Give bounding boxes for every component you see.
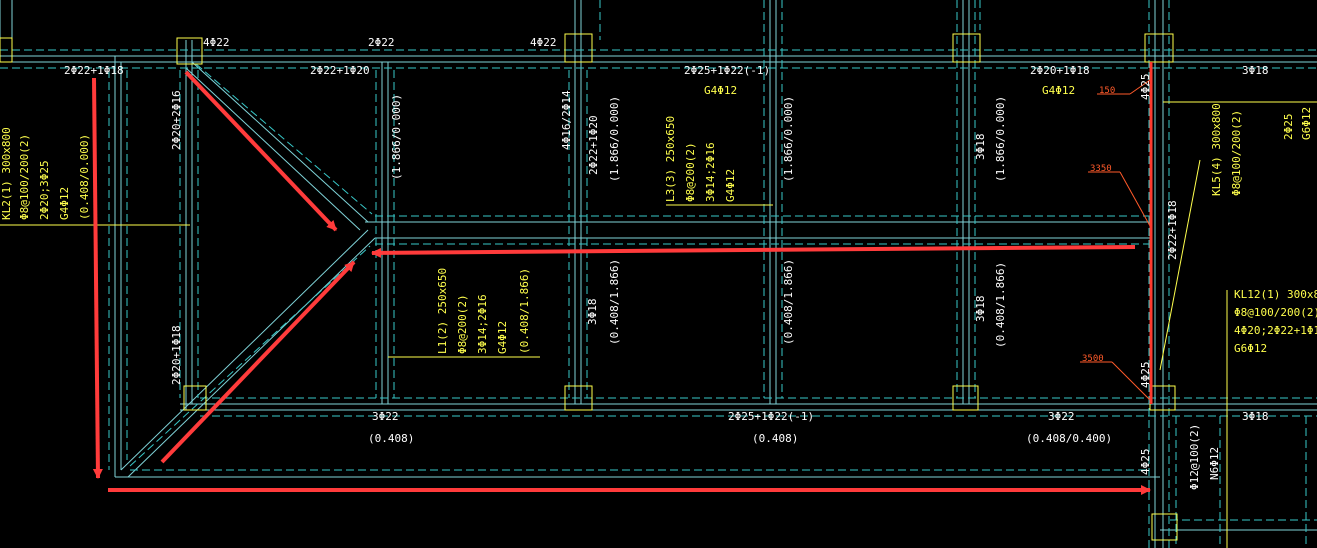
column bbox=[183, 385, 207, 411]
top-label: G4Φ12 bbox=[1042, 84, 1075, 97]
bottom-label: (0.408/0.400) bbox=[1026, 432, 1112, 445]
vertical-label: (1.866/0.000) bbox=[608, 96, 621, 182]
kl2-line: KL2(1) 300x800 bbox=[0, 127, 13, 220]
vertical-label: 4Φ16/2Φ14 bbox=[560, 90, 573, 150]
vertical-label: (1.866/0.000) bbox=[994, 96, 1007, 182]
arrow bbox=[92, 77, 103, 479]
kl2-line: Φ8@100/200(2) bbox=[18, 134, 31, 220]
kl12-line: 4Φ20;2Φ22+1Φ1 bbox=[1234, 324, 1317, 337]
dim-label: 3500 bbox=[1082, 354, 1104, 364]
top-label: 4Φ22 bbox=[203, 36, 230, 49]
kl12-line: KL12(1) 300x80 bbox=[1234, 288, 1317, 301]
l1-line: L1(2) 250x650 bbox=[436, 268, 449, 354]
l1-line: G4Φ12 bbox=[496, 321, 509, 354]
dim-label: 150 bbox=[1099, 86, 1115, 96]
kl2-annotation: KL2(1) 300x800 Φ8@100/200(2) 2Φ20;3Φ25 G… bbox=[0, 127, 91, 220]
dim-label: 3350 bbox=[1090, 164, 1112, 174]
column bbox=[1144, 33, 1174, 63]
leader-lines bbox=[0, 101, 1317, 548]
vertical-label: 2Φ22+1Φ18 bbox=[1166, 200, 1179, 260]
top-label: 3Φ18 bbox=[1242, 64, 1269, 77]
l3-line: Φ8@200(2) bbox=[684, 142, 697, 202]
kl2-line: 2Φ20;3Φ25 bbox=[38, 160, 51, 220]
vertical-label: 2Φ20+1Φ18 bbox=[170, 325, 183, 385]
kl12-line: G6Φ12 bbox=[1234, 342, 1267, 355]
top-label: G4Φ12 bbox=[704, 84, 737, 97]
kl2-line: (0.408/0.000) bbox=[78, 134, 91, 220]
vertical-label: 3Φ18 bbox=[974, 296, 987, 323]
vertical-label: 4Φ25 bbox=[1139, 449, 1152, 476]
kl2-line: G4Φ12 bbox=[58, 187, 71, 220]
vertical-label: Φ12@100(2) bbox=[1188, 424, 1201, 490]
l3-line: L3(3) 250x650 bbox=[664, 116, 677, 202]
vertical-label: (0.408/1.866) bbox=[994, 262, 1007, 348]
arrow bbox=[371, 245, 1136, 258]
top-label: 2Φ22 bbox=[368, 36, 395, 49]
l1-line: Φ8@200(2) bbox=[456, 294, 469, 354]
column bbox=[952, 385, 979, 411]
bottom-label: 3Φ22 bbox=[1048, 410, 1075, 423]
column bbox=[0, 37, 13, 63]
vertical-label: N6Φ12 bbox=[1208, 447, 1221, 480]
bottom-label: (0.408) bbox=[368, 432, 414, 445]
arrow bbox=[160, 260, 356, 464]
vertical-label: 2Φ22+1Φ20 bbox=[587, 115, 600, 175]
top-label: 4Φ22 bbox=[530, 36, 557, 49]
l3-annotation: L3(3) 250x650 Φ8@200(2) 3Φ14;2Φ16 G4Φ12 bbox=[664, 116, 737, 202]
vertical-label: 3Φ18 bbox=[974, 134, 987, 161]
vertical-label: 4Φ25 bbox=[1139, 362, 1152, 389]
dimension-leaders bbox=[1080, 79, 1151, 401]
kl5-line: G6Φ12 bbox=[1300, 107, 1313, 140]
column bbox=[1151, 513, 1178, 541]
top-label: 2Φ20+1Φ18 bbox=[1030, 64, 1090, 77]
kl5-line: Φ8@100/200(2) bbox=[1230, 110, 1243, 196]
bottom-label: 3Φ22 bbox=[372, 410, 399, 423]
bottom-label: 2Φ25+1Φ22(-1) bbox=[728, 410, 814, 423]
vertical-label: 2Φ20+2Φ16 bbox=[170, 90, 183, 150]
bottom-label: (0.408) bbox=[752, 432, 798, 445]
arrow bbox=[184, 70, 338, 232]
kl5-line: KL5(4) 300x800 bbox=[1210, 103, 1223, 196]
column bbox=[564, 385, 593, 411]
annotation-arrows bbox=[92, 70, 1151, 495]
vertical-label: 3Φ18 bbox=[586, 299, 599, 326]
top-label: 2Φ25+1Φ22(-1) bbox=[684, 64, 770, 77]
kl5-line: 2Φ25 bbox=[1282, 114, 1295, 141]
vertical-label: (1.866/0.000) bbox=[782, 96, 795, 182]
vertical-label: (1.866/0.000) bbox=[390, 94, 403, 180]
vertical-label: (0.408/1.866) bbox=[608, 259, 621, 345]
kl5-annotation: KL5(4) 300x800 Φ8@100/200(2) 2Φ25 G6Φ12 bbox=[1210, 103, 1313, 196]
column bbox=[952, 33, 981, 63]
top-label: 2Φ22+1Φ20 bbox=[310, 64, 370, 77]
vertical-label: 4Φ25 bbox=[1139, 74, 1152, 101]
column bbox=[564, 33, 593, 63]
top-label: 2Φ22+1Φ18 bbox=[64, 64, 124, 77]
l1-annotation: L1(2) 250x650 Φ8@200(2) 3Φ14;2Φ16 G4Φ12 … bbox=[436, 268, 531, 354]
l1-line: 3Φ14;2Φ16 bbox=[476, 294, 489, 354]
kl12-line: Φ8@100/200(2) bbox=[1234, 306, 1317, 319]
bottom-label: 3Φ18 bbox=[1242, 410, 1269, 423]
l3-line: 3Φ14;2Φ16 bbox=[704, 142, 717, 202]
column bbox=[176, 37, 203, 65]
l3-line: G4Φ12 bbox=[724, 169, 737, 202]
l1-line: (0.408/1.866) bbox=[518, 268, 531, 354]
columns bbox=[0, 33, 1178, 541]
vertical-label: (0.408/1.866) bbox=[782, 259, 795, 345]
